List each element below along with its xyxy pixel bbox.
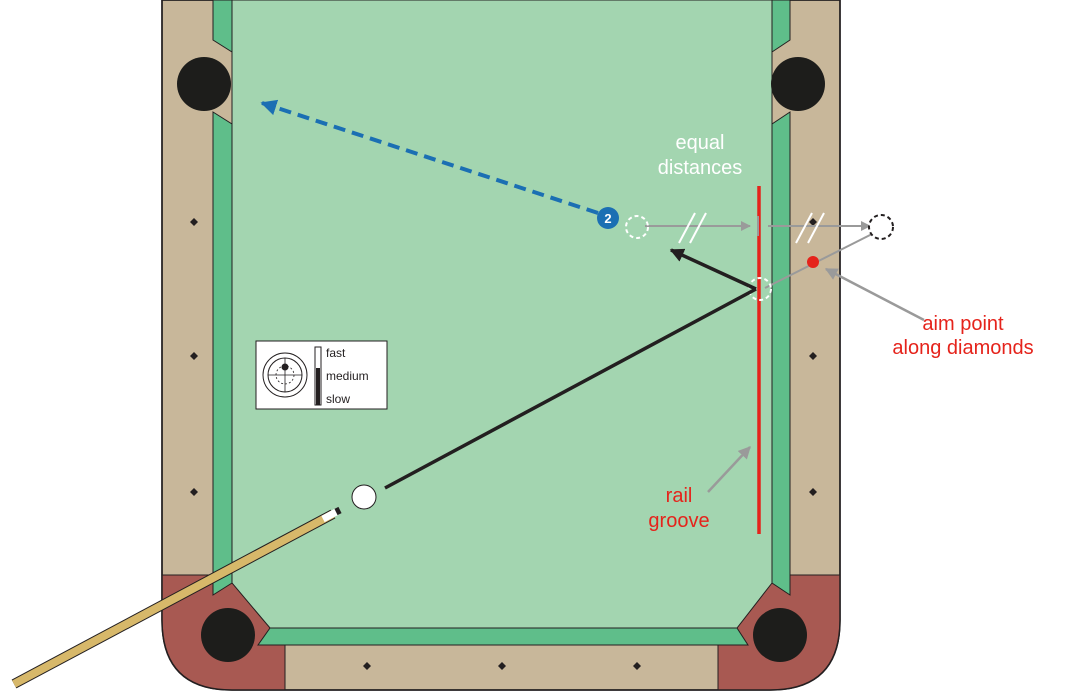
label-groove: groove: [648, 510, 709, 532]
tip-position-target-icon: [263, 353, 307, 397]
speed-medium: medium: [326, 369, 369, 383]
aim-point-dot: [807, 256, 819, 268]
label-rail: rail: [666, 485, 693, 507]
cue-ball: [352, 485, 376, 509]
object-ball-2: 2: [597, 207, 619, 229]
speed-fast: fast: [326, 346, 346, 360]
label-distances: distances: [658, 157, 743, 179]
cushion-bottom: [258, 628, 748, 645]
speed-slow: slow: [326, 392, 350, 406]
label-aim-point: aim point: [922, 313, 1004, 335]
speed-key: fast medium slow: [256, 341, 387, 409]
pocket-top-right: [771, 57, 825, 111]
mirrored-target: [869, 215, 893, 239]
speed-bar-icon: [315, 347, 321, 405]
label-along-diamonds: along diamonds: [892, 337, 1033, 359]
table-cloth: [232, 0, 772, 628]
label-equal: equal: [676, 132, 725, 154]
pocket-bottom-left: [201, 608, 255, 662]
cushion-right: [772, 112, 790, 595]
ball-number: 2: [604, 211, 611, 226]
cushion-left: [213, 112, 232, 595]
pocket-bottom-right: [753, 608, 807, 662]
pocket-top-left: [177, 57, 231, 111]
